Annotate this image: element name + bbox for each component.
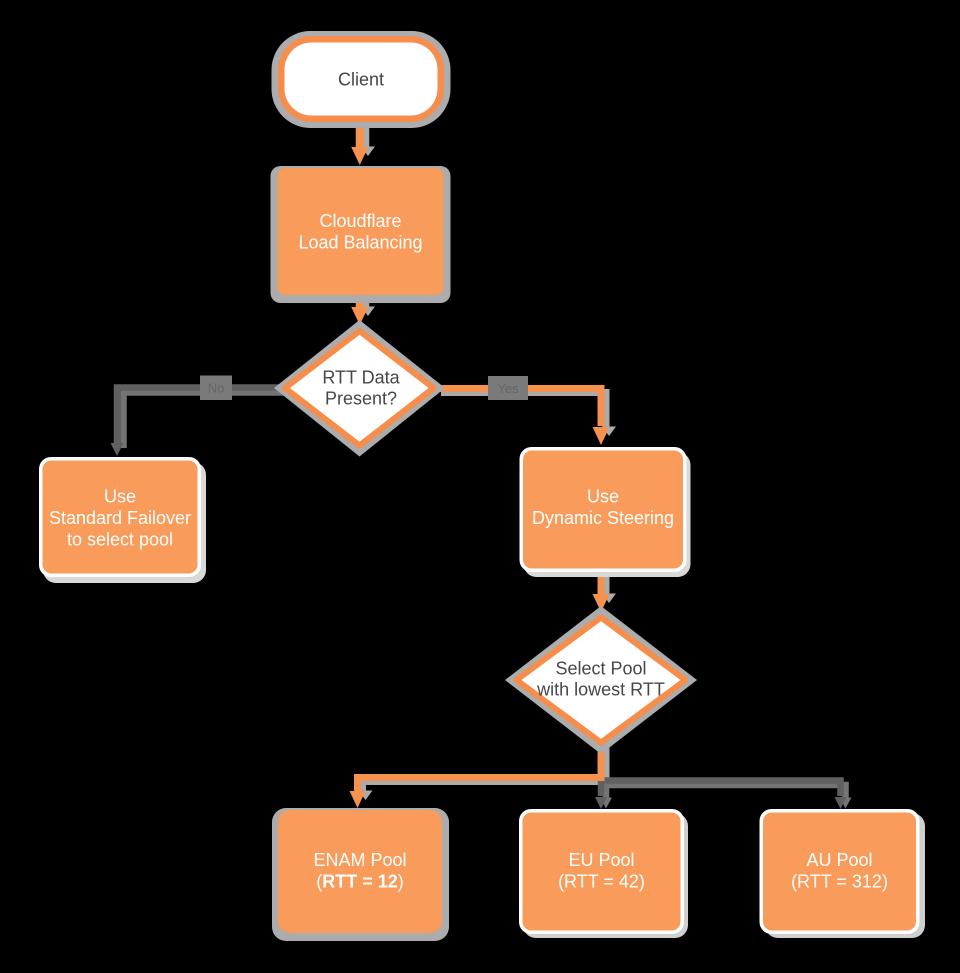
svg-text:to select pool: to select pool xyxy=(67,529,173,549)
svg-text:Present?: Present? xyxy=(325,389,397,409)
svg-text:Cloudflare: Cloudflare xyxy=(319,211,401,231)
svg-text:ENAM Pool: ENAM Pool xyxy=(313,850,406,870)
svg-text:Use: Use xyxy=(104,486,136,506)
svg-text:Dynamic Steering: Dynamic Steering xyxy=(532,508,674,528)
svg-text:Yes: Yes xyxy=(497,381,519,396)
svg-text:with lowest RTT: with lowest RTT xyxy=(536,680,665,700)
svg-text:No: No xyxy=(208,381,225,396)
svg-text:RTT Data: RTT Data xyxy=(322,368,400,388)
svg-text:Select Pool: Select Pool xyxy=(555,659,646,679)
svg-text:(RTT = 12): (RTT = 12) xyxy=(316,872,404,892)
svg-text:Use: Use xyxy=(587,487,619,507)
svg-text:(RTT = 312): (RTT = 312) xyxy=(791,872,888,892)
svg-text:Standard Failover: Standard Failover xyxy=(49,508,191,528)
svg-text:Load Balancing: Load Balancing xyxy=(298,233,422,253)
svg-text:AU Pool: AU Pool xyxy=(806,850,872,870)
svg-text:EU Pool: EU Pool xyxy=(568,850,634,870)
svg-text:Client: Client xyxy=(338,70,384,90)
svg-text:(RTT = 42): (RTT = 42) xyxy=(558,872,645,892)
